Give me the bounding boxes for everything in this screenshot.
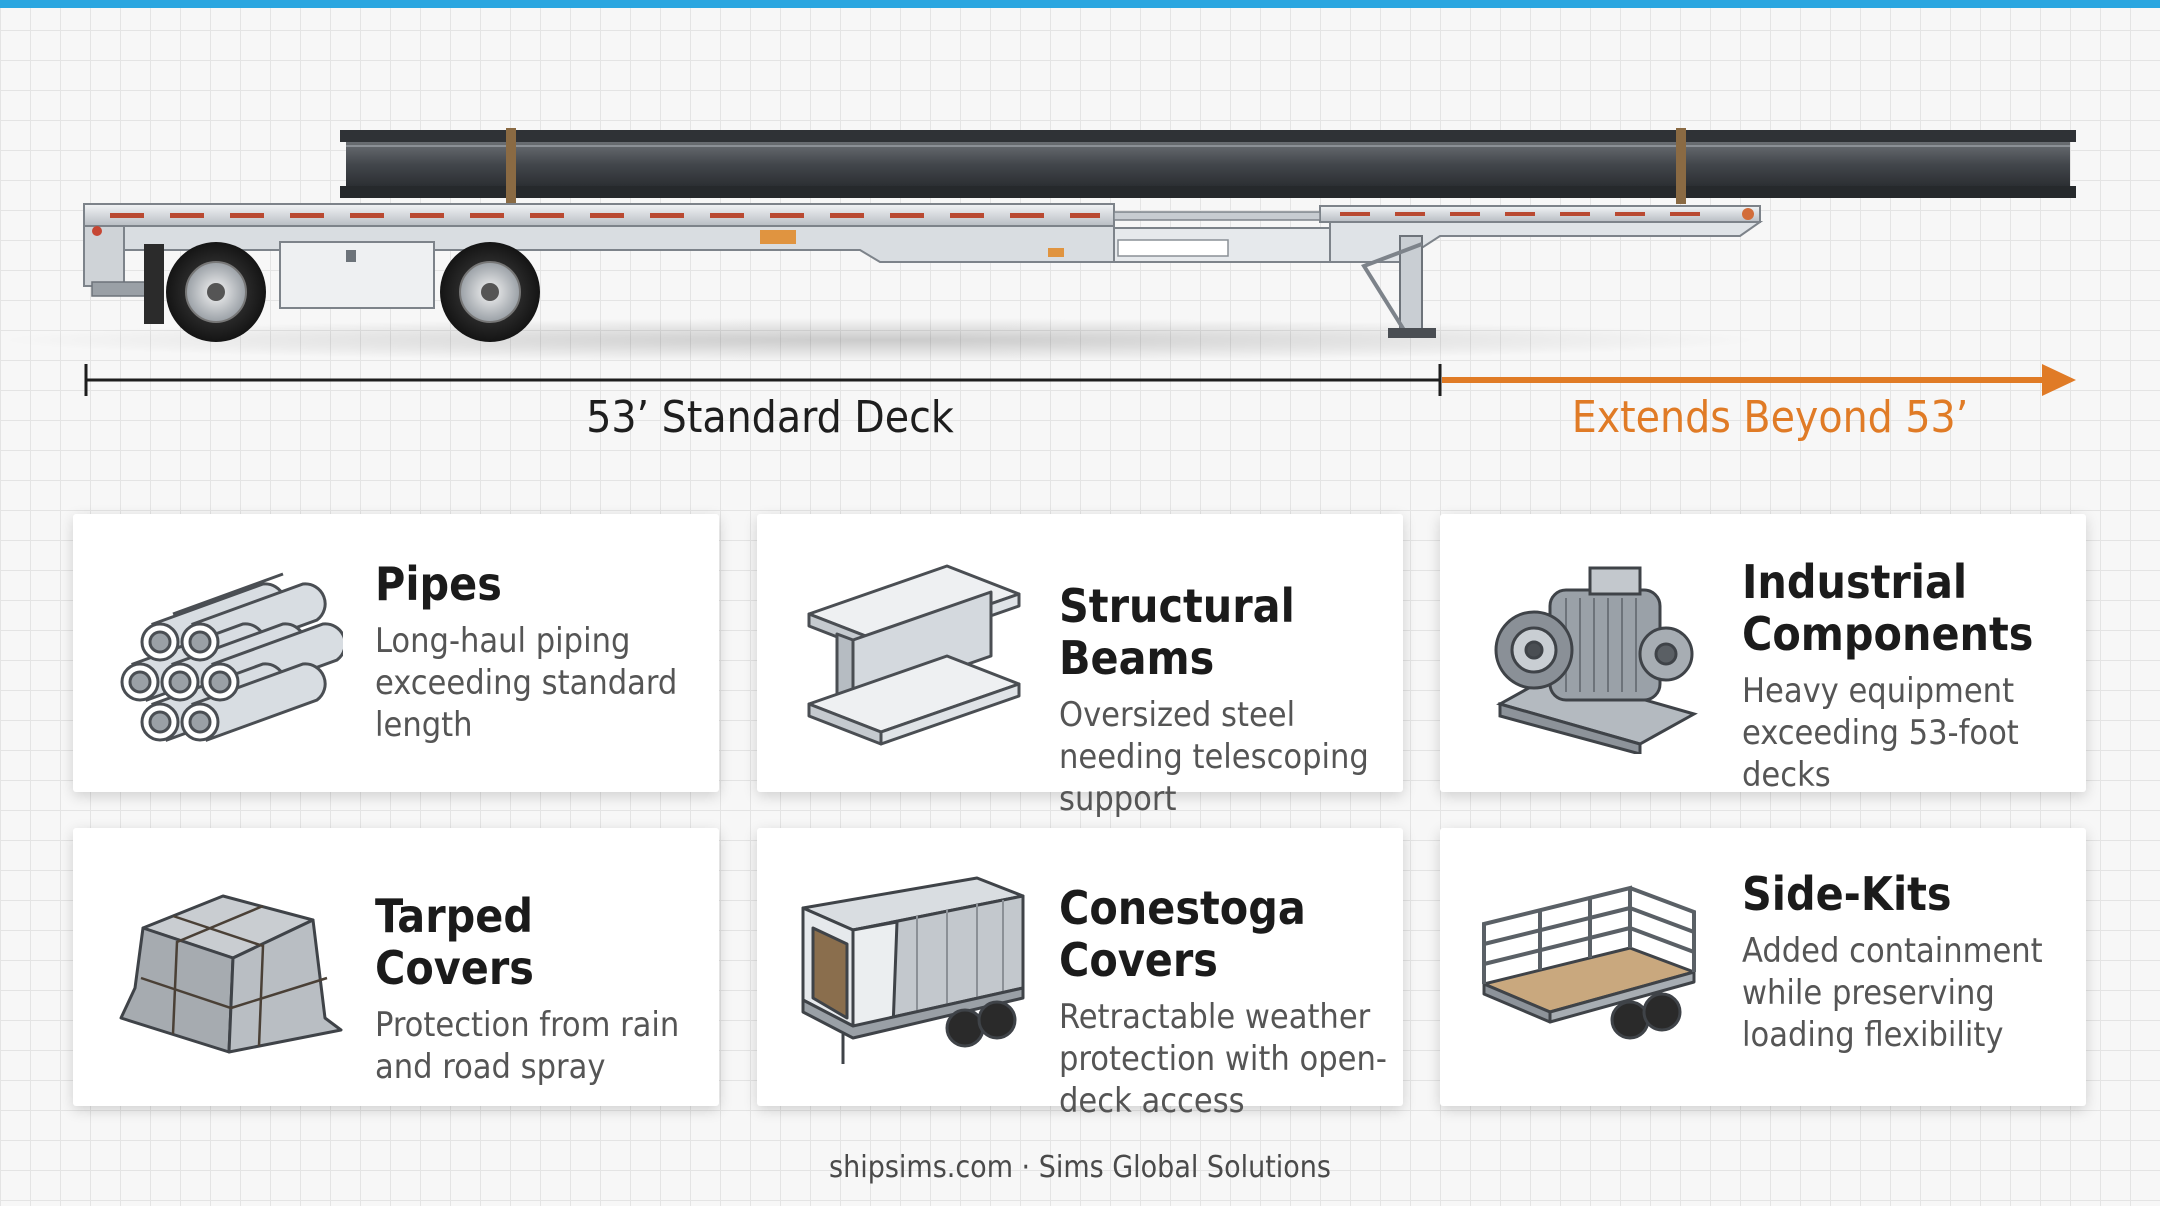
standard-deck-label: 53’ Standard Deck: [586, 392, 954, 443]
extension-label: Extends Beyond 53’: [1571, 392, 1969, 443]
card-title: Pipes: [375, 557, 502, 611]
card-description: Long-haul piping exceeding standard leng…: [375, 621, 678, 745]
card-description: Heavy equipment exceeding 53-foot decks: [1742, 671, 2019, 795]
i-beam-icon: [807, 564, 1021, 746]
card-description: Added containment while preserving loadi…: [1742, 931, 2043, 1055]
tarped-load-icon: [119, 894, 343, 1054]
steel-beam-load: [340, 130, 2076, 198]
card-conestoga-covers: Conestoga Covers Retractable weather pro…: [757, 828, 1403, 1121]
rear-wheel: [166, 242, 266, 342]
card-title: Side-Kits: [1742, 867, 1952, 921]
card-tarped-covers: Tarped Covers Protection from rain and r…: [73, 828, 719, 1106]
side-kit-trailer-icon: [1482, 885, 1696, 1040]
trailer-deck: [83, 203, 1764, 324]
card-description: Protection from rain and road spray: [375, 1005, 680, 1087]
ground-shadow: [0, 318, 1760, 362]
card-title: Tarped Covers: [375, 889, 534, 995]
card-structural-beams: Structural Beams Oversized steel needing…: [757, 514, 1403, 819]
landing-gear: [1361, 235, 1436, 338]
extension-arrow: [1442, 364, 2076, 396]
card-description: Oversized steel needing telescoping supp…: [1059, 695, 1369, 819]
card-title: Structural Beams: [1059, 579, 1295, 685]
tie-down-straps: [506, 128, 1686, 204]
pipes-icon: [120, 572, 343, 742]
standard-deck-dimension-line: [84, 364, 1442, 396]
footer-credit: shipsims.com · Sims Global Solutions: [829, 1150, 1331, 1185]
card-industrial-components: Industrial Components Heavy equipment ex…: [1440, 514, 2086, 795]
industrial-motor-icon: [1494, 566, 1698, 754]
trailer-illustration: [0, 128, 2076, 396]
conestoga-trailer-icon: [801, 876, 1025, 1064]
card-description: Retractable weather protection with open…: [1059, 997, 1387, 1121]
toolbox: [279, 241, 435, 309]
card-side-kits: Side-Kits Added containment while preser…: [1440, 828, 2086, 1106]
front-wheel: [440, 242, 540, 342]
card-pipes: Pipes Long-haul piping exceeding standar…: [73, 514, 719, 792]
card-title: Industrial Components: [1742, 555, 2034, 661]
top-accent-bar: [0, 0, 2160, 8]
card-title: Conestoga Covers: [1059, 881, 1306, 987]
